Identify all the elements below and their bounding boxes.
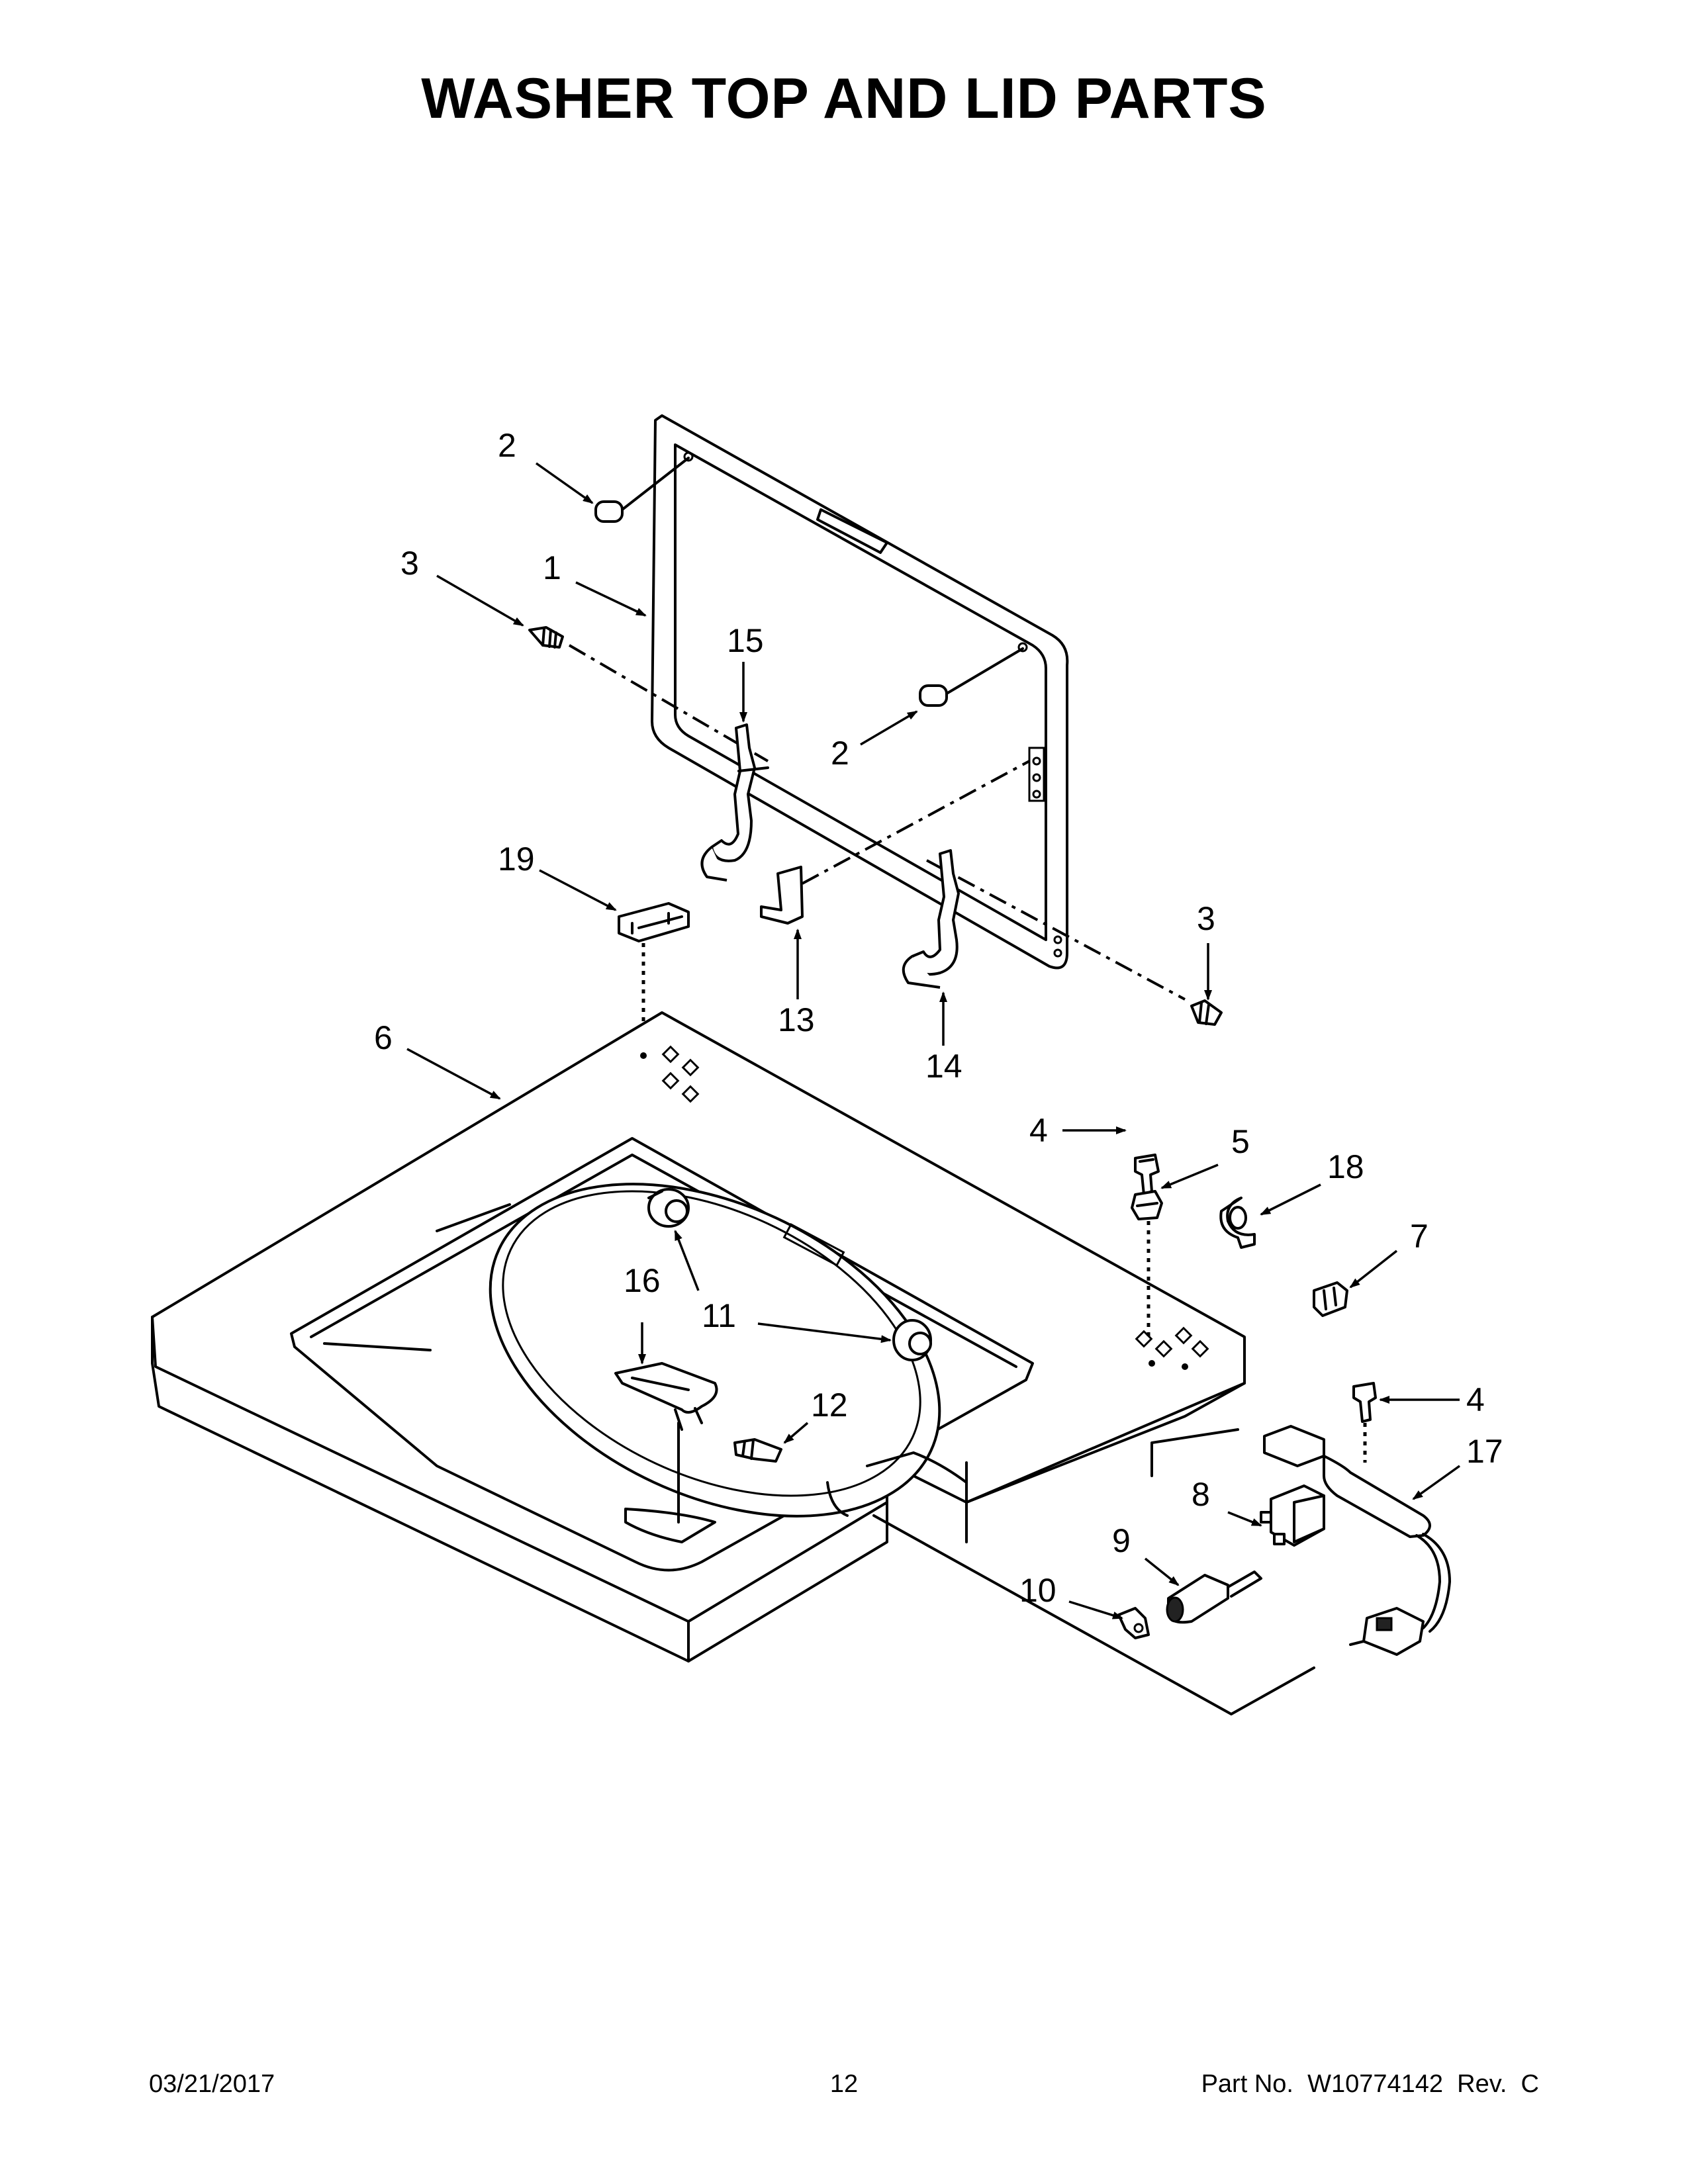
lid-hinge-left xyxy=(700,723,769,882)
lid-switch-harness xyxy=(1263,1425,1451,1656)
callout-18: 18 xyxy=(1327,1148,1364,1185)
callout-labels: 2 3 1 15 2 19 13 14 3 6 4 5 18 7 16 11 1… xyxy=(374,427,1503,1609)
door-bumper-upper xyxy=(647,1188,690,1228)
callout-5: 5 xyxy=(1231,1123,1250,1160)
callout-12: 12 xyxy=(811,1387,848,1424)
leader-arrows xyxy=(406,462,1461,1619)
latch-screw xyxy=(733,1438,782,1463)
hinge-bracket xyxy=(760,760,1030,925)
page-title: WASHER TOP AND LID PARTS xyxy=(421,67,1267,130)
callout-9: 9 xyxy=(1112,1522,1131,1559)
screw-left xyxy=(528,626,564,649)
screw-right xyxy=(1190,999,1223,1026)
callout-10: 10 xyxy=(1019,1572,1056,1609)
callout-15: 15 xyxy=(727,622,764,659)
switch-bracket xyxy=(618,902,690,1052)
lid-latch xyxy=(614,1362,718,1524)
callout-8: 8 xyxy=(1192,1476,1210,1513)
lid-lock-switch xyxy=(1260,1484,1325,1547)
callout-17: 17 xyxy=(1466,1433,1503,1470)
callout-2-lower: 2 xyxy=(831,735,849,772)
callout-19: 19 xyxy=(498,841,535,878)
callout-1: 1 xyxy=(543,549,561,586)
washer-top-panel xyxy=(151,1011,1246,1662)
mounting-bracket xyxy=(1117,1607,1150,1639)
speed-nut xyxy=(1131,1190,1163,1337)
callout-7: 7 xyxy=(1410,1218,1429,1255)
callout-6: 6 xyxy=(374,1019,393,1056)
footer-date: 03/21/2017 xyxy=(149,2070,275,2098)
lid-pin-upper xyxy=(594,457,690,523)
plunger-actuator xyxy=(1166,1570,1262,1624)
screw-upper xyxy=(1134,1154,1160,1196)
lid-hinge-right xyxy=(902,849,960,989)
footer-part-number: Part No. W10774142 Rev. C xyxy=(1201,2070,1539,2098)
screw-lower xyxy=(1352,1382,1377,1463)
harness-clip xyxy=(1313,1281,1348,1317)
lid-frame xyxy=(651,414,1069,970)
callout-11: 11 xyxy=(702,1297,736,1334)
door-bumper-lower xyxy=(892,1319,932,1361)
callout-4-upper: 4 xyxy=(1029,1112,1048,1149)
callout-3-left: 3 xyxy=(400,545,419,582)
callout-3-right: 3 xyxy=(1197,900,1215,937)
wire-clip xyxy=(1219,1197,1256,1249)
callout-2-upper: 2 xyxy=(498,427,516,464)
callout-14: 14 xyxy=(925,1048,962,1085)
lid-pin-right xyxy=(919,647,1024,707)
footer-page-number: 12 xyxy=(829,2070,859,2098)
callout-13: 13 xyxy=(778,1001,815,1038)
callout-16: 16 xyxy=(624,1262,661,1299)
callout-4-lower: 4 xyxy=(1466,1381,1485,1418)
